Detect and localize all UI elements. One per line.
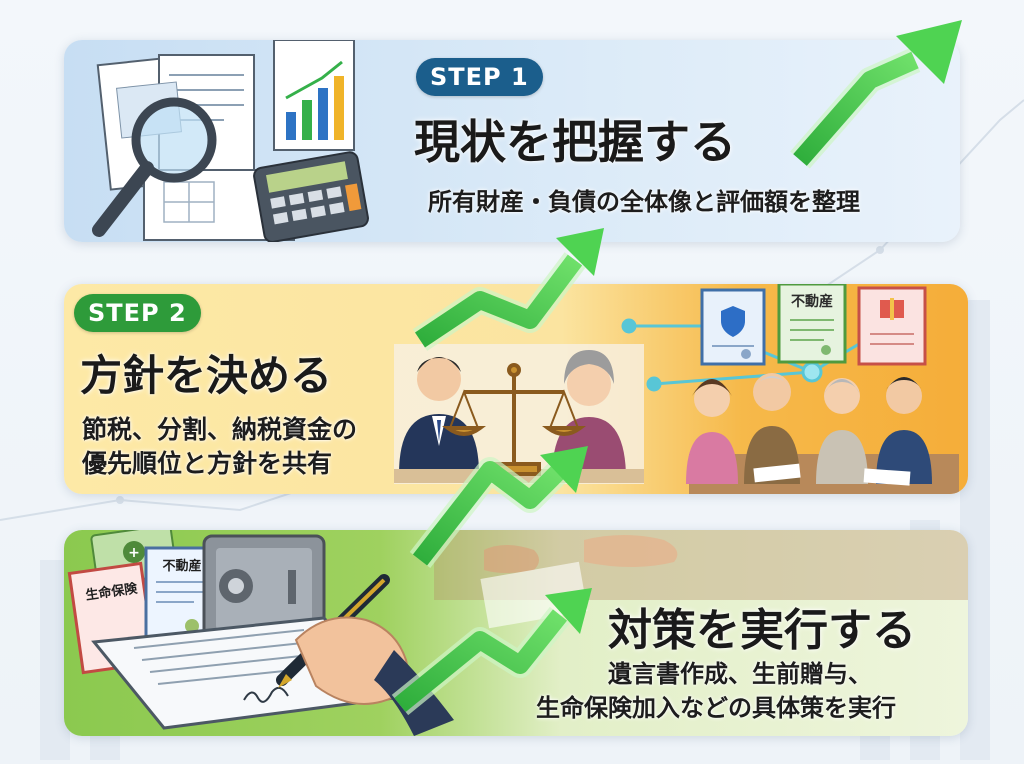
- real-estate-cert-icon: 不動産: [777, 284, 847, 364]
- svg-text:+: +: [128, 545, 140, 561]
- gift-cert-icon: [857, 286, 927, 366]
- real-estate-label-bottom: 不動産: [162, 558, 201, 574]
- hand: [294, 616, 454, 736]
- step2-badge: STEP 2: [74, 294, 201, 332]
- insurance-cert-icon: [700, 288, 766, 366]
- calculator-icon: [253, 151, 369, 242]
- step3-title: 対策を実行する: [608, 605, 916, 656]
- step3-panel: + 生命保険 不動産: [64, 530, 968, 736]
- real-estate-label-top: 不動産: [791, 293, 833, 310]
- step1-illustration: [92, 40, 369, 242]
- step2-description-line1: 節税、分割、納税資金の: [82, 415, 358, 444]
- family-scene: [686, 373, 959, 494]
- step2-panel: 不動産: [64, 284, 968, 494]
- step2-description-line2: 優先順位と方針を共有: [82, 449, 333, 478]
- step1-description: 所有財産・負債の全体像と評価額を整理: [428, 188, 860, 216]
- step3-description-line2: 生命保険加入などの具体策を実行: [536, 694, 896, 722]
- life-insurance-label: 生命保険: [85, 580, 140, 603]
- step2-title: 方針を決める: [80, 351, 333, 400]
- step1-title: 現状を把握する: [414, 115, 736, 169]
- bar-chart-icon: [273, 40, 355, 151]
- magnifier-icon: [92, 97, 217, 237]
- step1-badge: STEP 1: [416, 58, 543, 96]
- step1-panel: STEP 1 現状を把握する 所有財産・負債の全体像と評価額を整理: [64, 40, 960, 242]
- step3-description-line1: 遺言書作成、生前贈与、: [608, 660, 872, 688]
